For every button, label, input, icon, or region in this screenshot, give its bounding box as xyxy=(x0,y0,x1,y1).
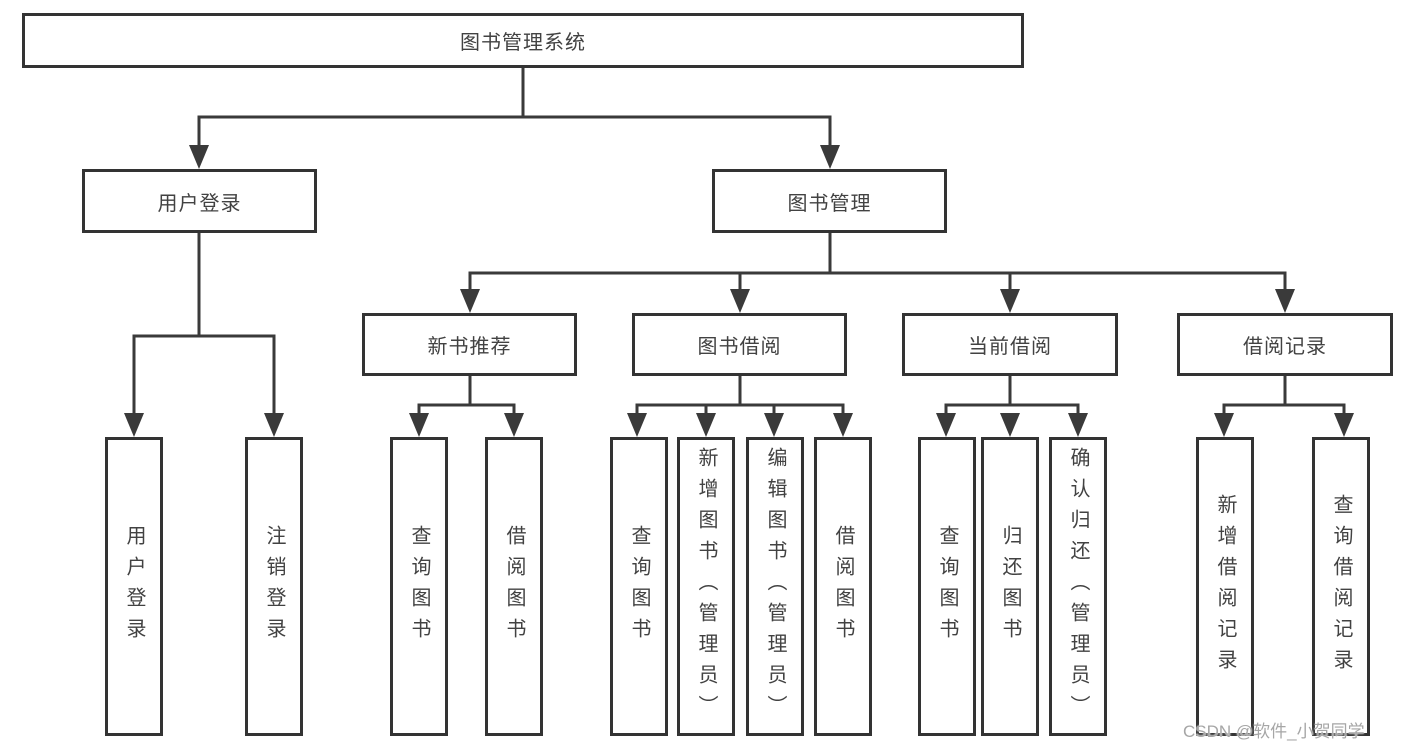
node-current-borrowing: 当前借阅 xyxy=(902,313,1118,376)
node-label: 编辑图书（管理员） xyxy=(764,447,786,726)
leaf-logout: 注销登录 xyxy=(245,437,303,736)
node-label: 借阅图书 xyxy=(503,524,525,649)
leaf-edit-books-admin: 编辑图书（管理员） xyxy=(746,437,804,736)
node-label: 查询图书 xyxy=(936,524,958,649)
leaf-borrow-books: 借阅图书 xyxy=(814,437,872,736)
node-label: 借阅图书 xyxy=(832,524,854,649)
csdn-watermark: CSDN @软件_小贺同学 xyxy=(1183,722,1365,741)
leaf-query-books-recommend: 查询图书 xyxy=(390,437,448,736)
leaf-add-borrow-record: 新增借阅记录 xyxy=(1196,437,1254,736)
node-library-management-system: 图书管理系统 xyxy=(22,13,1024,68)
node-user-login: 用户登录 xyxy=(82,169,317,233)
node-label: 新增图书（管理员） xyxy=(695,447,717,726)
node-label: 用户登录 xyxy=(123,524,145,649)
leaf-query-books-current: 查询图书 xyxy=(918,437,976,736)
leaf-borrow-books-recommend: 借阅图书 xyxy=(485,437,543,736)
node-label: 确认归还（管理员） xyxy=(1067,447,1089,726)
node-label: 新增借阅记录 xyxy=(1214,493,1236,680)
leaf-query-books-borrow: 查询图书 xyxy=(610,437,668,736)
node-label: 用户登录 xyxy=(157,192,242,215)
node-label: 当前借阅 xyxy=(968,336,1052,358)
node-label: 注销登录 xyxy=(263,524,285,649)
node-label: 新书推荐 xyxy=(427,336,512,358)
node-label: 查询借阅记录 xyxy=(1330,493,1352,680)
node-label: 查询图书 xyxy=(408,524,430,649)
node-label: 图书管理 xyxy=(787,192,872,215)
node-label: 查询图书 xyxy=(628,524,650,649)
leaf-return-books: 归还图书 xyxy=(981,437,1039,736)
node-label: 借阅记录 xyxy=(1243,336,1327,358)
node-new-book-recommendation: 新书推荐 xyxy=(362,313,577,376)
leaf-confirm-return-admin: 确认归还（管理员） xyxy=(1049,437,1107,736)
node-book-management: 图书管理 xyxy=(712,169,947,233)
node-borrowing-records: 借阅记录 xyxy=(1177,313,1393,376)
node-label: 图书管理系统 xyxy=(460,32,586,54)
node-label: 图书借阅 xyxy=(697,336,782,358)
node-book-borrowing: 图书借阅 xyxy=(632,313,847,376)
leaf-add-books-admin: 新增图书（管理员） xyxy=(677,437,735,736)
leaf-user-login: 用户登录 xyxy=(105,437,163,736)
leaf-query-borrow-record: 查询借阅记录 xyxy=(1312,437,1370,736)
node-label: 归还图书 xyxy=(999,524,1021,649)
